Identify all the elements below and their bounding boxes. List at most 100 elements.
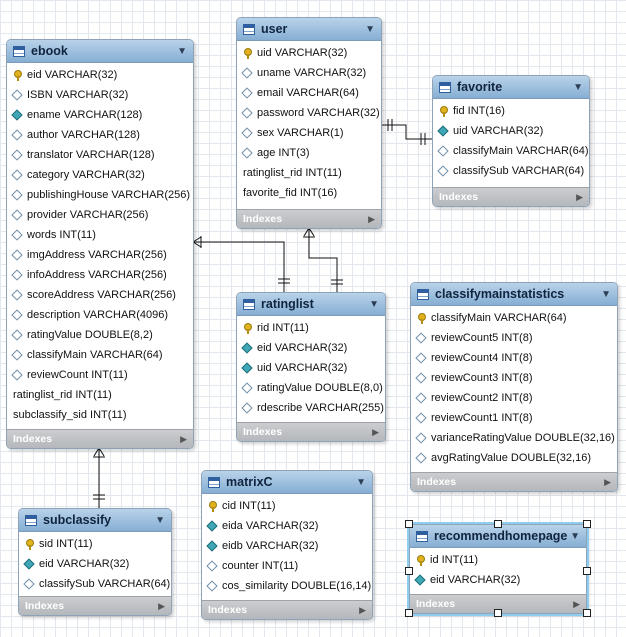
collapse-arrow-icon[interactable]: ▼ bbox=[570, 530, 580, 542]
column-row[interactable]: words INT(11) bbox=[7, 225, 193, 245]
column-row[interactable]: eid VARCHAR(32) bbox=[19, 554, 171, 574]
indexes-section[interactable]: Indexes▶ bbox=[237, 209, 381, 228]
column-row[interactable]: id INT(11) bbox=[410, 550, 586, 570]
column-row[interactable]: sex VARCHAR(1) bbox=[237, 123, 381, 143]
table-header[interactable]: classifymainstatistics▼ bbox=[411, 283, 617, 306]
column-row[interactable]: eid VARCHAR(32) bbox=[410, 570, 586, 590]
rel-ebook-ratinglist[interactable] bbox=[192, 236, 290, 292]
column-row[interactable]: ratingValue DOUBLE(8,0) bbox=[237, 378, 385, 398]
collapse-arrow-icon[interactable]: ▼ bbox=[365, 23, 375, 35]
expand-arrow-icon[interactable]: ▶ bbox=[576, 191, 583, 202]
resize-handle-top-right[interactable] bbox=[583, 520, 591, 528]
rel-ebook-subclassify[interactable] bbox=[93, 447, 105, 510]
resize-handle-bottom-right[interactable] bbox=[583, 609, 591, 617]
column-row[interactable]: classifySub VARCHAR(64) bbox=[433, 161, 589, 181]
column-row[interactable]: ratinglist_rid INT(11) bbox=[237, 163, 381, 183]
column-row[interactable]: classifyMain VARCHAR(64) bbox=[7, 345, 193, 365]
column-row[interactable]: rdescribe VARCHAR(255) bbox=[237, 398, 385, 418]
column-row[interactable]: ISBN VARCHAR(32) bbox=[7, 85, 193, 105]
collapse-arrow-icon[interactable]: ▼ bbox=[573, 81, 583, 93]
column-row[interactable]: eida VARCHAR(32) bbox=[202, 516, 372, 536]
column-row[interactable]: sid INT(11) bbox=[19, 534, 171, 554]
table-matrixC[interactable]: matrixC▼cid INT(11)eida VARCHAR(32)eidb … bbox=[201, 470, 373, 620]
column-row[interactable]: eid VARCHAR(32) bbox=[7, 65, 193, 85]
column-row[interactable]: uid VARCHAR(32) bbox=[237, 43, 381, 63]
column-row[interactable]: scoreAddress VARCHAR(256) bbox=[7, 285, 193, 305]
table-header[interactable]: recommendhomepage▼ bbox=[410, 525, 586, 548]
collapse-arrow-icon[interactable]: ▼ bbox=[356, 476, 366, 488]
collapse-arrow-icon[interactable]: ▼ bbox=[601, 288, 611, 300]
table-header[interactable]: user▼ bbox=[237, 18, 381, 41]
column-row[interactable]: uid VARCHAR(32) bbox=[433, 121, 589, 141]
column-row[interactable]: password VARCHAR(32) bbox=[237, 103, 381, 123]
column-row[interactable]: cid INT(11) bbox=[202, 496, 372, 516]
expand-arrow-icon[interactable]: ▶ bbox=[368, 213, 375, 224]
column-row[interactable]: publishingHouse VARCHAR(256) bbox=[7, 185, 193, 205]
table-header[interactable]: subclassify▼ bbox=[19, 509, 171, 532]
collapse-arrow-icon[interactable]: ▼ bbox=[155, 514, 165, 526]
indexes-section[interactable]: Indexes▶ bbox=[237, 422, 385, 441]
table-ratinglist[interactable]: ratinglist▼rid INT(11)eid VARCHAR(32)uid… bbox=[236, 292, 386, 442]
table-header[interactable]: ebook▼ bbox=[7, 40, 193, 63]
column-row[interactable]: author VARCHAR(128) bbox=[7, 125, 193, 145]
indexes-section[interactable]: Indexes▶ bbox=[411, 472, 617, 491]
indexes-section[interactable]: Indexes▶ bbox=[19, 596, 171, 615]
indexes-section[interactable]: Indexes▶ bbox=[410, 594, 586, 613]
expand-arrow-icon[interactable]: ▶ bbox=[158, 600, 165, 611]
table-header[interactable]: favorite▼ bbox=[433, 76, 589, 99]
resize-handle-bottom-mid[interactable] bbox=[494, 609, 502, 617]
indexes-section[interactable]: Indexes▶ bbox=[433, 187, 589, 206]
indexes-section[interactable]: Indexes▶ bbox=[202, 600, 372, 619]
table-recommendhomepage[interactable]: recommendhomepage▼id INT(11)eid VARCHAR(… bbox=[407, 522, 589, 616]
column-row[interactable]: uname VARCHAR(32) bbox=[237, 63, 381, 83]
column-row[interactable]: reviewCount INT(11) bbox=[7, 365, 193, 385]
column-row[interactable]: varianceRatingValue DOUBLE(32,16) bbox=[411, 428, 617, 448]
collapse-arrow-icon[interactable]: ▼ bbox=[369, 298, 379, 310]
column-row[interactable]: ratinglist_rid INT(11) bbox=[7, 385, 193, 405]
column-row[interactable]: counter INT(11) bbox=[202, 556, 372, 576]
column-row[interactable]: eid VARCHAR(32) bbox=[237, 338, 385, 358]
column-row[interactable]: ename VARCHAR(128) bbox=[7, 105, 193, 125]
table-header[interactable]: matrixC▼ bbox=[202, 471, 372, 494]
resize-handle-top-left[interactable] bbox=[405, 520, 413, 528]
table-ebook[interactable]: ebook▼eid VARCHAR(32)ISBN VARCHAR(32)ena… bbox=[6, 39, 194, 449]
rel-user-ratinglist[interactable] bbox=[303, 227, 343, 292]
column-row[interactable]: classifySub VARCHAR(64) bbox=[19, 574, 171, 594]
table-user[interactable]: user▼uid VARCHAR(32)uname VARCHAR(32)ema… bbox=[236, 17, 382, 229]
table-favorite[interactable]: favorite▼fid INT(16)uid VARCHAR(32)class… bbox=[432, 75, 590, 207]
resize-handle-top-mid[interactable] bbox=[494, 520, 502, 528]
expand-arrow-icon[interactable]: ▶ bbox=[604, 476, 611, 487]
column-row[interactable]: description VARCHAR(4096) bbox=[7, 305, 193, 325]
column-row[interactable]: subclassify_sid INT(11) bbox=[7, 405, 193, 425]
column-row[interactable]: provider VARCHAR(256) bbox=[7, 205, 193, 225]
column-row[interactable]: rid INT(11) bbox=[237, 318, 385, 338]
column-row[interactable]: reviewCount5 INT(8) bbox=[411, 328, 617, 348]
column-row[interactable]: reviewCount1 INT(8) bbox=[411, 408, 617, 428]
column-row[interactable]: reviewCount2 INT(8) bbox=[411, 388, 617, 408]
column-row[interactable]: uid VARCHAR(32) bbox=[237, 358, 385, 378]
expand-arrow-icon[interactable]: ▶ bbox=[372, 426, 379, 437]
column-row[interactable]: classifyMain VARCHAR(64) bbox=[411, 308, 617, 328]
column-row[interactable]: imgAddress VARCHAR(256) bbox=[7, 245, 193, 265]
column-row[interactable]: classifyMain VARCHAR(64) bbox=[433, 141, 589, 161]
collapse-arrow-icon[interactable]: ▼ bbox=[177, 45, 187, 57]
table-subclassify[interactable]: subclassify▼sid INT(11)eid VARCHAR(32)cl… bbox=[18, 508, 172, 616]
column-row[interactable]: category VARCHAR(32) bbox=[7, 165, 193, 185]
table-header[interactable]: ratinglist▼ bbox=[237, 293, 385, 316]
expand-arrow-icon[interactable]: ▶ bbox=[573, 598, 580, 609]
column-row[interactable]: age INT(3) bbox=[237, 143, 381, 163]
column-row[interactable]: eidb VARCHAR(32) bbox=[202, 536, 372, 556]
column-row[interactable]: favorite_fid INT(16) bbox=[237, 183, 381, 203]
column-row[interactable]: fid INT(16) bbox=[433, 101, 589, 121]
column-row[interactable]: avgRatingValue DOUBLE(32,16) bbox=[411, 448, 617, 468]
column-row[interactable]: cos_similarity DOUBLE(16,14) bbox=[202, 576, 372, 596]
expand-arrow-icon[interactable]: ▶ bbox=[180, 433, 187, 444]
resize-handle-bottom-left[interactable] bbox=[405, 609, 413, 617]
table-classifymainstatistics[interactable]: classifymainstatistics▼classifyMain VARC… bbox=[410, 282, 618, 492]
column-row[interactable]: reviewCount3 INT(8) bbox=[411, 368, 617, 388]
indexes-section[interactable]: Indexes▶ bbox=[7, 429, 193, 448]
resize-handle-mid-left[interactable] bbox=[405, 567, 413, 575]
resize-handle-mid-right[interactable] bbox=[583, 567, 591, 575]
column-row[interactable]: email VARCHAR(64) bbox=[237, 83, 381, 103]
expand-arrow-icon[interactable]: ▶ bbox=[359, 604, 366, 615]
